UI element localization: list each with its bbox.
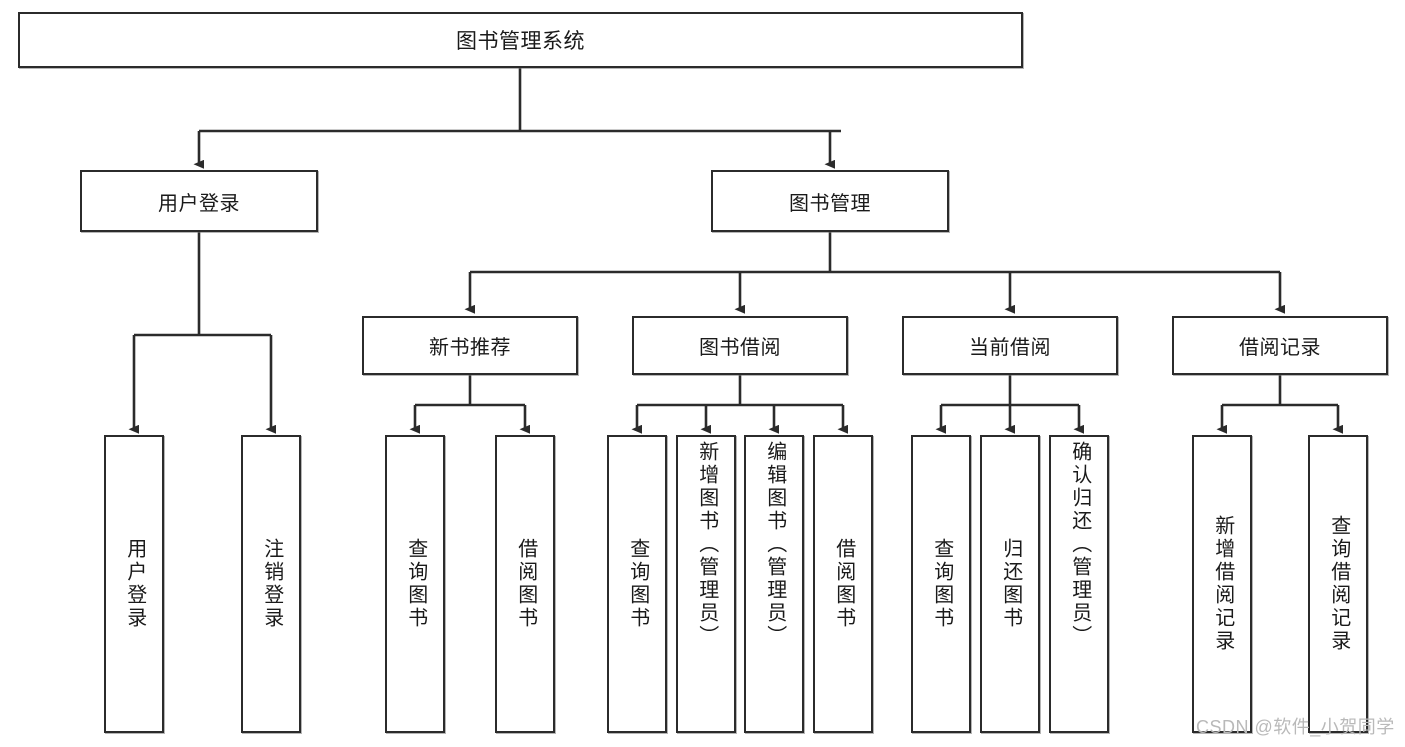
- node-leaf-edit-book[interactable]: 编辑图书（管理员）: [744, 435, 804, 733]
- node-leaf-query-book-3[interactable]: 查询图书: [911, 435, 971, 733]
- node-leaf-confirm-return[interactable]: 确认归还（管理员）: [1049, 435, 1109, 733]
- node-leaf-borrow-book-1[interactable]: 借阅图书: [495, 435, 555, 733]
- node-current-borrow[interactable]: 当前借阅: [902, 316, 1118, 375]
- node-leaf-logout-login-label: 注销登录: [260, 538, 283, 630]
- node-leaf-borrow-book-2-label: 借阅图书: [832, 538, 855, 630]
- node-leaf-edit-book-label: 编辑图书（管理员）: [763, 441, 786, 648]
- node-leaf-query-book-3-label: 查询图书: [930, 538, 953, 630]
- node-borrow-record-label: 借阅记录: [1239, 337, 1321, 359]
- node-new-book-recommend-label: 新书推荐: [429, 337, 511, 359]
- node-leaf-add-record-label: 新增借阅记录: [1211, 515, 1234, 653]
- node-leaf-query-record-label: 查询借阅记录: [1327, 515, 1350, 653]
- node-leaf-query-book-1[interactable]: 查询图书: [385, 435, 445, 733]
- node-leaf-add-book[interactable]: 新增图书（管理员）: [676, 435, 736, 733]
- node-new-book-recommend[interactable]: 新书推荐: [362, 316, 578, 375]
- node-leaf-query-book-2-label: 查询图书: [626, 538, 649, 630]
- node-leaf-add-book-label: 新增图书（管理员）: [695, 441, 718, 648]
- node-leaf-confirm-return-label: 确认归还（管理员）: [1068, 441, 1091, 648]
- node-leaf-query-record[interactable]: 查询借阅记录: [1308, 435, 1368, 733]
- node-leaf-return-book[interactable]: 归还图书: [980, 435, 1040, 733]
- node-leaf-return-book-label: 归还图书: [999, 538, 1022, 630]
- node-leaf-query-book-2[interactable]: 查询图书: [607, 435, 667, 733]
- node-leaf-borrow-book-1-label: 借阅图书: [514, 538, 537, 630]
- node-leaf-user-login[interactable]: 用户登录: [104, 435, 164, 733]
- node-leaf-query-book-1-label: 查询图书: [404, 538, 427, 630]
- node-user-login[interactable]: 用户登录: [80, 170, 318, 232]
- node-book-borrow[interactable]: 图书借阅: [632, 316, 848, 375]
- node-borrow-record[interactable]: 借阅记录: [1172, 316, 1388, 375]
- node-book-manage-label: 图书管理: [789, 192, 871, 215]
- node-leaf-logout-login[interactable]: 注销登录: [241, 435, 301, 733]
- node-book-manage[interactable]: 图书管理: [711, 170, 949, 232]
- node-root-label: 图书管理系统: [456, 30, 585, 53]
- node-leaf-borrow-book-2[interactable]: 借阅图书: [813, 435, 873, 733]
- node-current-borrow-label: 当前借阅: [969, 337, 1051, 359]
- node-book-borrow-label: 图书借阅: [699, 337, 781, 359]
- node-leaf-add-record[interactable]: 新增借阅记录: [1192, 435, 1252, 733]
- node-user-login-label: 用户登录: [158, 192, 240, 215]
- node-leaf-user-login-label: 用户登录: [123, 538, 146, 630]
- node-root[interactable]: 图书管理系统: [18, 12, 1023, 68]
- watermark-text: CSDN @软件_小贺同学: [1196, 717, 1395, 737]
